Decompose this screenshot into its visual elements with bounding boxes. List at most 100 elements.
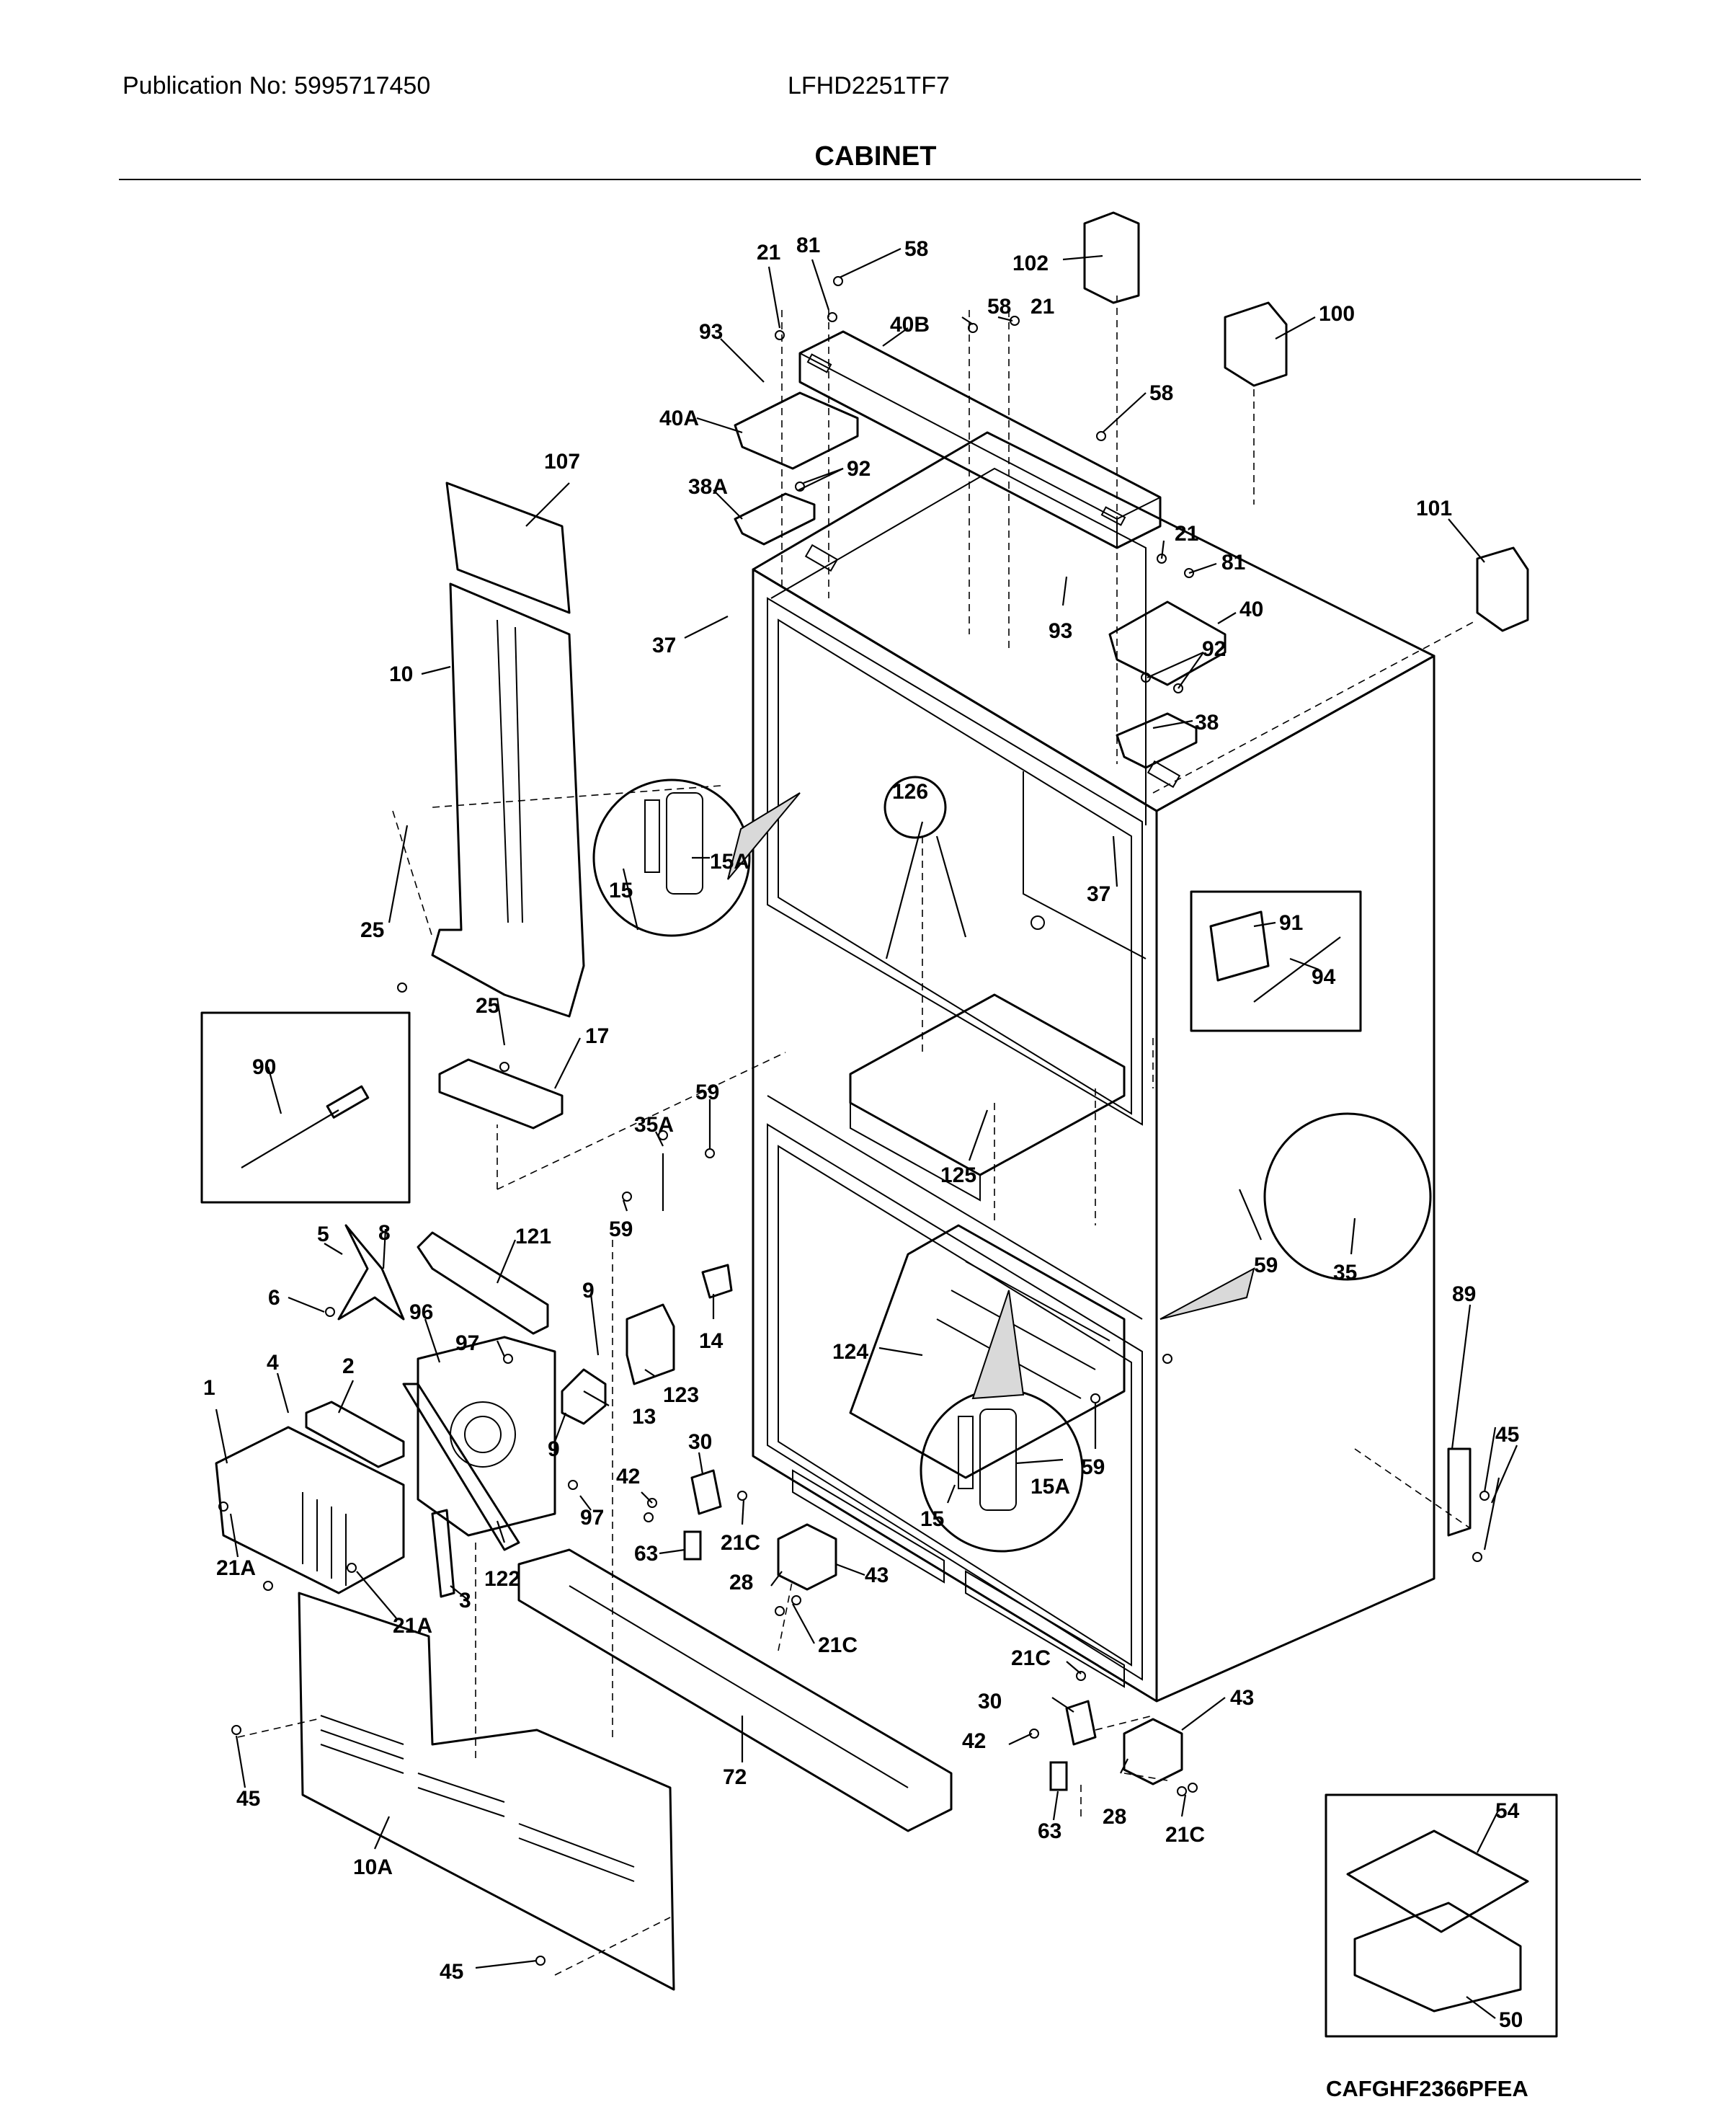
callout-37: 37 — [1087, 882, 1110, 906]
callout-45: 45 — [440, 1960, 463, 1984]
hinge-cover-right — [1108, 600, 1227, 686]
condenser-1 — [215, 1426, 405, 1594]
callout-81: 81 — [1221, 551, 1245, 574]
kickplate-72 — [517, 1548, 953, 1832]
callout-59: 59 — [1081, 1455, 1105, 1479]
callout-30: 30 — [688, 1430, 712, 1454]
callout-72: 72 — [723, 1765, 747, 1789]
callout-21c: 21C — [1011, 1646, 1051, 1670]
callout-123: 123 — [663, 1383, 699, 1407]
callout-93: 93 — [1049, 619, 1072, 643]
title-rule — [119, 179, 1641, 180]
callout-122: 122 — [484, 1567, 520, 1591]
callout-28: 28 — [729, 1571, 753, 1594]
callout-13: 13 — [632, 1405, 656, 1429]
detail-circle-hinge-right — [1263, 1112, 1432, 1281]
callout-126: 126 — [892, 780, 928, 804]
freezer-ramp-part — [849, 1224, 1126, 1479]
callout-5: 5 — [317, 1223, 329, 1246]
hinge-left — [734, 492, 816, 546]
callout-14: 14 — [699, 1329, 724, 1353]
callout-91: 91 — [1279, 911, 1303, 935]
detail-circle-fresh-food — [883, 776, 947, 839]
callout-94: 94 — [1312, 965, 1336, 989]
callout-15a: 15A — [1031, 1475, 1070, 1499]
callout-35a: 35A — [634, 1113, 674, 1137]
callout-30: 30 — [978, 1690, 1002, 1713]
bracket-123 — [626, 1303, 675, 1385]
callout-21: 21 — [1031, 295, 1054, 319]
inset-box-54-50 — [1325, 1793, 1558, 2038]
callout-43: 43 — [1230, 1686, 1254, 1710]
callout-43: 43 — [865, 1563, 889, 1587]
callout-1: 1 — [203, 1376, 215, 1400]
callout-6: 6 — [268, 1286, 280, 1310]
callout-121: 121 — [515, 1225, 551, 1248]
callout-63: 63 — [1038, 1819, 1061, 1843]
callout-21: 21 — [1175, 522, 1198, 546]
callout-102: 102 — [1012, 252, 1049, 275]
callout-15a: 15A — [710, 850, 749, 874]
callout-21c: 21C — [721, 1531, 760, 1555]
bracket-102 — [1083, 211, 1140, 304]
bracket-2 — [305, 1401, 405, 1468]
cabinet-body — [752, 431, 1435, 1703]
callout-54: 54 — [1495, 1799, 1520, 1823]
callout-124: 124 — [832, 1340, 868, 1364]
drain-tray-17 — [438, 1058, 564, 1130]
callout-4: 4 — [267, 1351, 279, 1375]
callout-9: 9 — [582, 1279, 595, 1303]
section-title: CABINET — [814, 141, 937, 172]
callout-59: 59 — [1254, 1254, 1278, 1277]
callout-8: 8 — [378, 1221, 391, 1245]
callout-35: 35 — [1333, 1261, 1357, 1285]
callout-92: 92 — [847, 457, 871, 481]
callout-21c: 21C — [1165, 1823, 1205, 1847]
hinge-cover-left — [734, 391, 859, 470]
callout-25: 25 — [360, 918, 384, 942]
callout-21: 21 — [757, 241, 780, 265]
leveling-leg-63-right — [1049, 1761, 1068, 1791]
motor-13 — [561, 1368, 607, 1425]
fan-blade-5 — [337, 1224, 405, 1321]
callout-40b: 40B — [890, 313, 930, 337]
leader-lines — [215, 248, 1518, 2019]
callout-38: 38 — [1195, 711, 1219, 735]
bracket-28-right — [1123, 1718, 1183, 1785]
callout-93: 93 — [699, 320, 723, 344]
callout-25: 25 — [476, 994, 499, 1018]
callout-10: 10 — [389, 662, 413, 686]
bracket-30-left — [690, 1469, 722, 1515]
callout-21c: 21C — [818, 1633, 858, 1657]
callout-59: 59 — [695, 1081, 719, 1104]
callout-100: 100 — [1319, 302, 1355, 326]
duct-panel-10 — [431, 582, 585, 1018]
top-rail — [798, 330, 1162, 549]
bracket-30-right — [1065, 1700, 1097, 1746]
detail-circle-hinge-left — [592, 778, 751, 937]
screws — [218, 276, 1490, 1966]
callout-10a: 10A — [353, 1855, 393, 1879]
callout-3: 3 — [459, 1589, 471, 1612]
diagram-code: CAFGHF2366PFEA — [1326, 2076, 1528, 2101]
callout-89: 89 — [1452, 1282, 1476, 1306]
callout-97: 97 — [455, 1331, 479, 1355]
rear-panel-10a — [298, 1592, 675, 1991]
valve-14 — [701, 1264, 733, 1299]
bracket-100 — [1224, 301, 1288, 387]
callout-96: 96 — [409, 1300, 433, 1324]
callout-50: 50 — [1499, 2008, 1523, 2032]
callout-21a: 21A — [216, 1556, 256, 1580]
inset-box-90 — [200, 1011, 411, 1204]
callout-40a: 40A — [659, 407, 699, 430]
callout-40: 40 — [1239, 598, 1263, 621]
callout-15: 15 — [609, 879, 633, 902]
callout-37: 37 — [652, 634, 676, 657]
detail-circle-freezer — [920, 1388, 1084, 1553]
callout-58: 58 — [904, 237, 928, 261]
callout-58: 58 — [1149, 381, 1173, 405]
callout-42: 42 — [616, 1465, 640, 1489]
model-number: LFHD2251TF7 — [788, 72, 950, 99]
callout-15: 15 — [920, 1507, 944, 1531]
